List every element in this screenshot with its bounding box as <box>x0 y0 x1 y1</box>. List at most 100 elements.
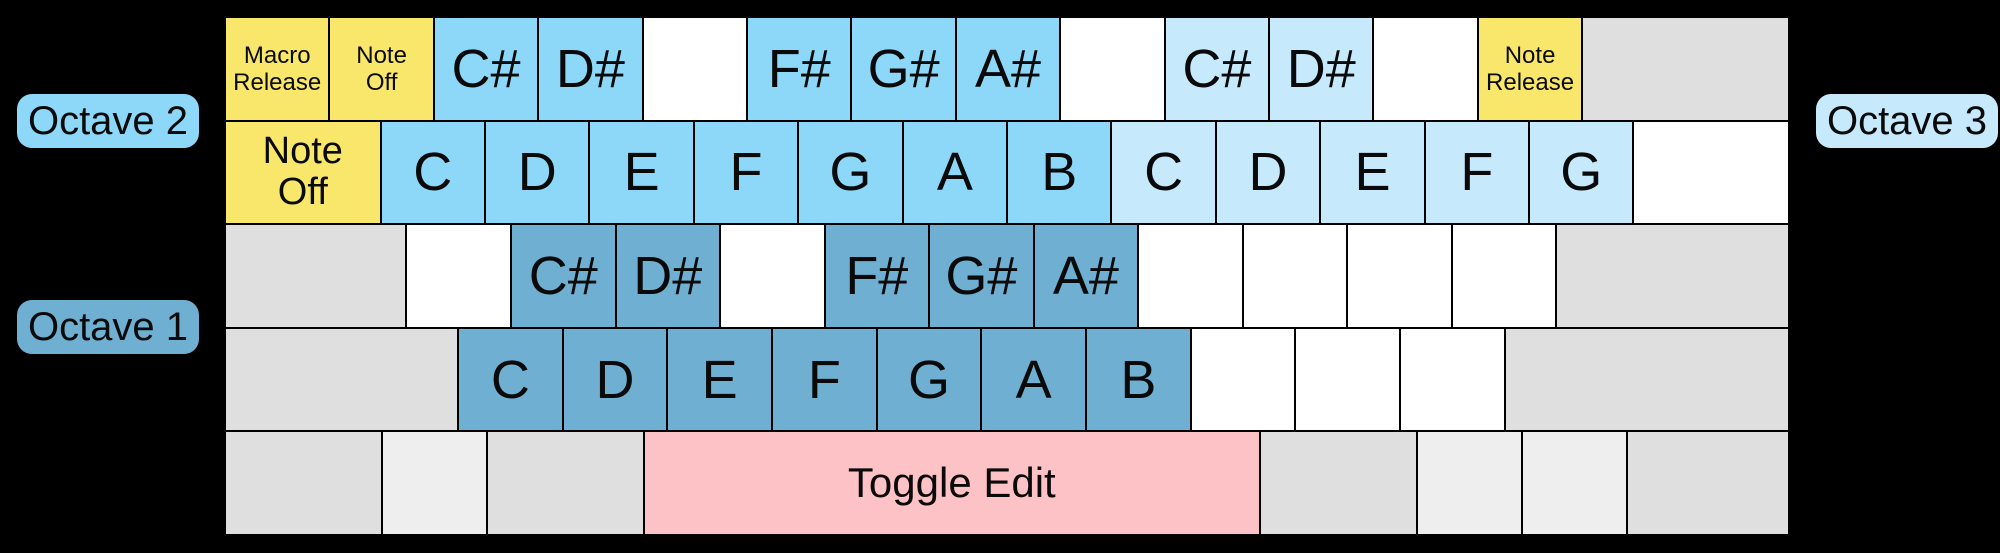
key-a-blank[interactable] <box>406 224 511 328</box>
key-label: G <box>908 349 951 410</box>
key-6-g-sharp[interactable]: G# <box>851 17 956 121</box>
key-7-a-sharp[interactable]: A# <box>955 17 1061 121</box>
key-label: B <box>1120 349 1157 410</box>
key-ctrl-right[interactable] <box>1627 431 1789 535</box>
key-win-left[interactable] <box>381 431 487 535</box>
key-label: G# <box>867 38 940 99</box>
key-comma-blank[interactable] <box>1190 327 1296 432</box>
key-label: Toggle Edit <box>847 459 1056 507</box>
key-label: D# <box>633 245 703 306</box>
key-bracket-right-g[interactable]: G <box>1529 120 1634 225</box>
key-z-c[interactable]: C <box>458 327 563 432</box>
key-label: C# <box>1182 38 1252 99</box>
key-label: E <box>701 349 738 410</box>
key-label: D <box>595 349 635 410</box>
key-menu[interactable] <box>1521 431 1628 535</box>
key-w-d[interactable]: D <box>485 120 590 225</box>
key-label: F <box>1460 142 1494 203</box>
key-label: Release <box>1486 68 1575 96</box>
key-label: C# <box>528 245 598 306</box>
key-ctrl-left[interactable] <box>225 431 382 535</box>
key-label: D <box>1248 142 1288 203</box>
key-shift-right[interactable] <box>1504 327 1790 432</box>
key-label: Note <box>356 41 407 69</box>
key-backslash-blank[interactable] <box>1633 120 1790 225</box>
key-p-e[interactable]: E <box>1320 120 1425 225</box>
key-u-b[interactable]: B <box>1007 120 1112 225</box>
key-9-c-sharp[interactable]: C# <box>1164 17 1270 121</box>
key-backspace[interactable] <box>1582 17 1790 121</box>
key-label: F# <box>845 245 909 306</box>
key-3-d-sharp[interactable]: D# <box>538 17 643 121</box>
key-c-e[interactable]: E <box>667 327 773 432</box>
key-alt-left[interactable] <box>487 431 644 535</box>
key-o-d[interactable]: D <box>1215 120 1321 225</box>
key-2-c-sharp[interactable]: C# <box>433 17 539 121</box>
key-h-g-sharp[interactable]: G# <box>929 224 1034 328</box>
key-label: D <box>517 142 557 203</box>
key-label: A <box>1015 349 1052 410</box>
key-d-d-sharp[interactable]: D# <box>615 224 721 328</box>
key-m-b[interactable]: B <box>1086 327 1191 432</box>
key-v-f[interactable]: F <box>772 327 877 432</box>
key-0-d-sharp[interactable]: D# <box>1269 17 1374 121</box>
key-label: Note <box>262 129 343 172</box>
key-4-blank[interactable] <box>642 17 748 121</box>
key-label: F <box>807 349 841 410</box>
key-enter[interactable] <box>1556 224 1789 328</box>
key-period-blank[interactable] <box>1295 327 1401 432</box>
octave-2-label: Octave 2 <box>17 94 199 148</box>
key-quote-blank[interactable] <box>1451 224 1557 328</box>
key-win-right[interactable] <box>1416 431 1522 535</box>
key-label: B <box>1041 142 1078 203</box>
key-minus-blank[interactable] <box>1373 17 1478 121</box>
key-label: D# <box>555 38 625 99</box>
key-k-blank[interactable] <box>1138 224 1243 328</box>
key-g-f-sharp[interactable]: F# <box>824 224 930 328</box>
key-b-g[interactable]: G <box>876 327 982 432</box>
key-n-a[interactable]: A <box>981 327 1087 432</box>
key-label: C <box>490 349 530 410</box>
key-j-a-sharp[interactable]: A# <box>1033 224 1139 328</box>
key-y-a[interactable]: A <box>902 120 1008 225</box>
key-f-blank[interactable] <box>720 224 825 328</box>
key-8-blank[interactable] <box>1060 17 1165 121</box>
key-label: F <box>729 142 763 203</box>
key-i-c[interactable]: C <box>1111 120 1216 225</box>
key-label: G <box>1560 142 1603 203</box>
key-5-f-sharp[interactable]: F# <box>747 17 852 121</box>
key-caps-lock[interactable] <box>225 224 407 328</box>
key-label: Off <box>277 171 328 214</box>
key-label: Macro <box>243 41 311 69</box>
key-x-d[interactable]: D <box>562 327 668 432</box>
octave-1-label: Octave 1 <box>17 300 199 354</box>
key-r-f[interactable]: F <box>693 120 799 225</box>
key-semicolon-blank[interactable] <box>1347 224 1452 328</box>
key-label: Off <box>365 68 398 96</box>
key-space-toggle-edit[interactable]: Toggle Edit <box>643 431 1260 535</box>
key-e-e[interactable]: E <box>589 120 694 225</box>
key-l-blank[interactable] <box>1242 224 1348 328</box>
key-label: E <box>623 142 660 203</box>
key-alt-right[interactable] <box>1259 431 1417 535</box>
key-shift-left[interactable] <box>225 327 458 432</box>
key-t-g[interactable]: G <box>798 120 903 225</box>
key-label: D# <box>1286 38 1356 99</box>
key-slash-blank[interactable] <box>1400 327 1505 432</box>
key-s-c-sharp[interactable]: C# <box>510 224 616 328</box>
key-label: C <box>413 142 453 203</box>
key-label: G <box>829 142 872 203</box>
space-row: Toggle Edit <box>225 431 1789 535</box>
key-q-c[interactable]: C <box>380 120 485 225</box>
key-bracket-left-f[interactable]: F <box>1424 120 1530 225</box>
octave-3-label: Octave 3 <box>1816 94 1998 148</box>
home-row: C# D# F# G#A# <box>225 224 1789 328</box>
key-label: C <box>1144 142 1184 203</box>
key-label: Note <box>1504 41 1556 69</box>
